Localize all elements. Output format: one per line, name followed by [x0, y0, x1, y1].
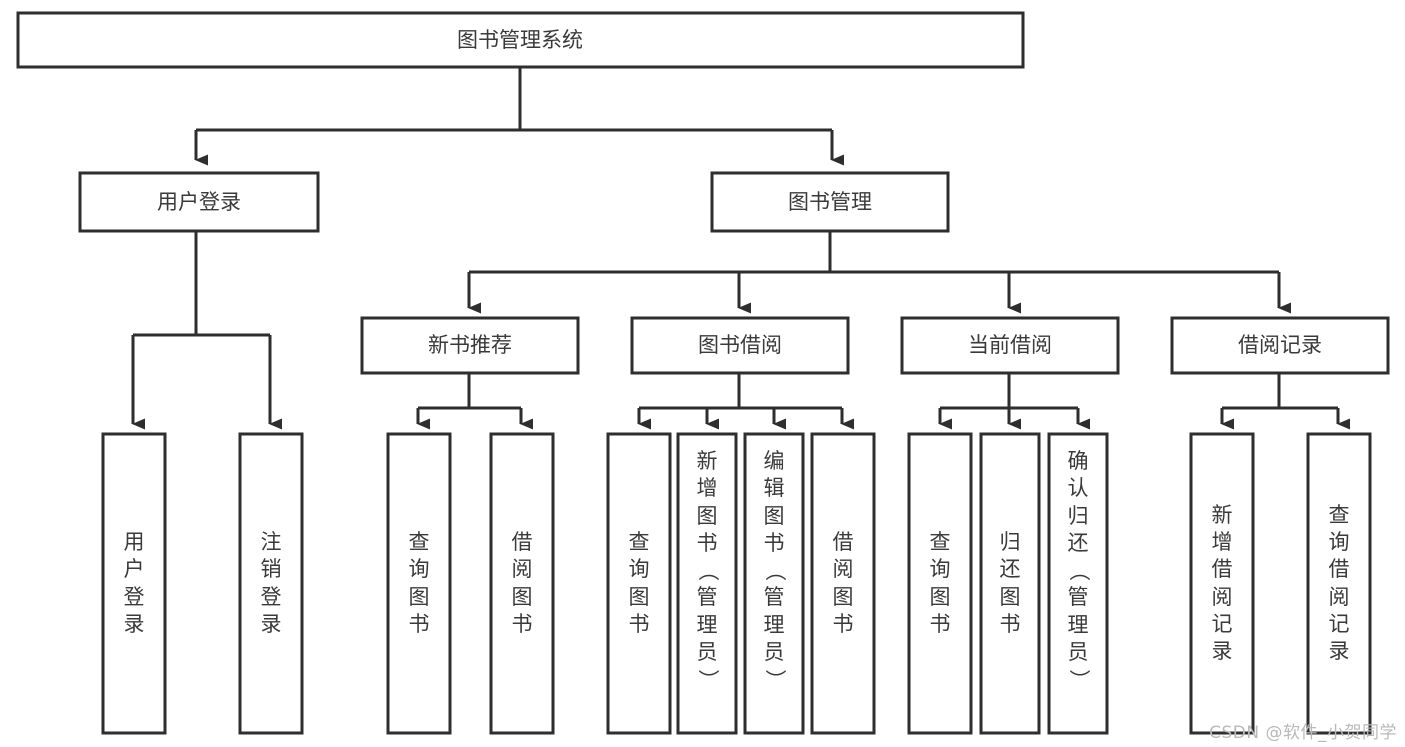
node-book-borrow-label: 图书借阅 [698, 333, 782, 357]
leaf-box-logout[interactable] [238, 432, 304, 735]
leaf-box-borrow-books-2[interactable] [810, 432, 876, 735]
node-user-login-label: 用户登录 [157, 190, 241, 214]
node-book-borrow[interactable]: 图书借阅 [630, 316, 850, 375]
node-new-book-recommend-label: 新书推荐 [428, 333, 512, 357]
leaf-box-query-books-2[interactable] [606, 432, 672, 735]
connector-newbook-to-leaves [416, 373, 533, 430]
node-new-book-recommend[interactable]: 新书推荐 [360, 316, 580, 375]
leaf-box-add-book-admin[interactable] [676, 432, 738, 735]
connector-borrowrecord-to-leaves [1220, 373, 1350, 430]
connector-currentborrow-to-leaves [938, 373, 1090, 430]
leaf-box-query-books-1[interactable] [386, 432, 452, 735]
leaf-box-add-borrow-record[interactable] [1189, 432, 1255, 735]
leaf-box-query-books-3[interactable] [907, 432, 973, 735]
node-current-borrow[interactable]: 当前借阅 [900, 316, 1120, 375]
node-borrow-record[interactable]: 借阅记录 [1170, 316, 1390, 375]
leaf-box-user-login[interactable] [101, 432, 167, 735]
node-borrow-record-label: 借阅记录 [1238, 333, 1322, 357]
leaf-box-query-borrow-record[interactable] [1306, 432, 1372, 735]
node-current-borrow-label: 当前借阅 [968, 333, 1052, 357]
node-root-book-management-system[interactable]: 图书管理系统 [16, 11, 1025, 69]
connector-bookmgmt-to-level3 [467, 231, 1291, 314]
node-root-label: 图书管理系统 [457, 28, 583, 52]
node-book-management[interactable]: 图书管理 [710, 171, 950, 233]
connector-root-to-level2 [194, 67, 844, 166]
leaf-box-borrow-books-1[interactable] [489, 432, 555, 735]
connector-bookborrow-to-leaves [637, 373, 854, 430]
connector-userlogin-to-leaves [131, 231, 282, 430]
leaf-box-return-books[interactable] [979, 432, 1041, 735]
leaf-box-edit-book-admin[interactable] [743, 432, 805, 735]
node-book-management-label: 图书管理 [788, 190, 872, 214]
csdn-watermark: CSDN @软件_小贺同学 [1209, 723, 1397, 743]
leaf-box-confirm-return-admin[interactable] [1047, 432, 1109, 735]
node-user-login[interactable]: 用户登录 [78, 171, 320, 233]
